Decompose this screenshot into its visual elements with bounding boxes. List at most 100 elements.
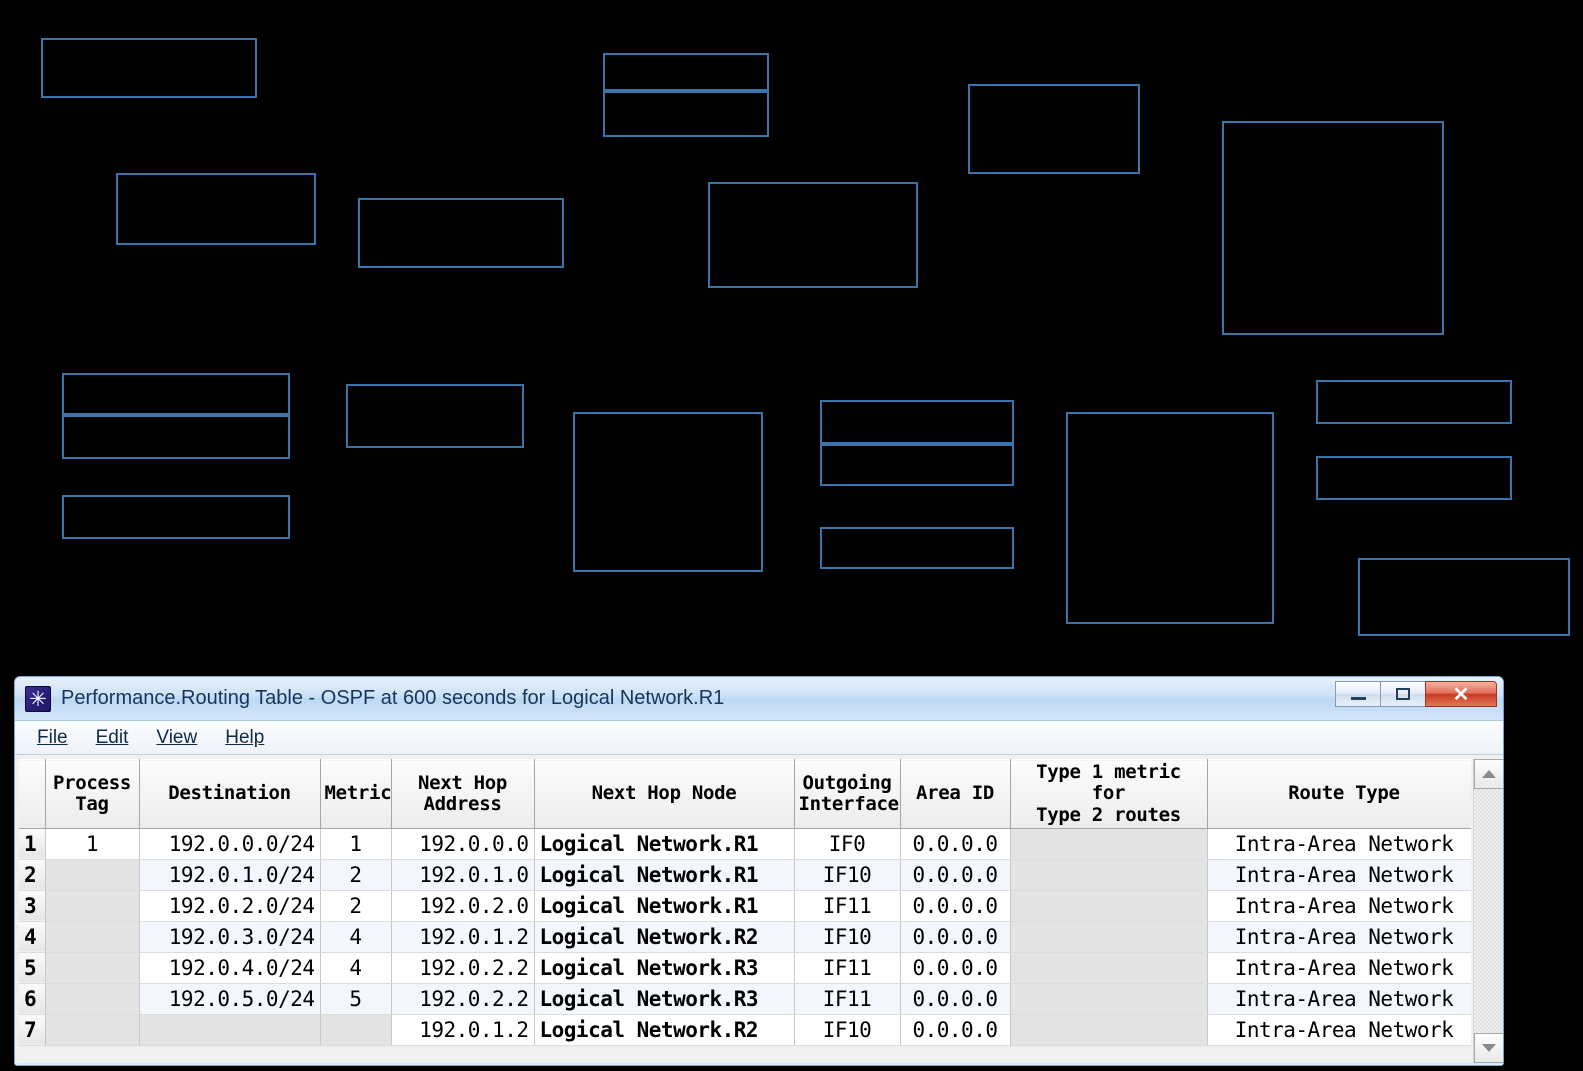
header-next-hop-node[interactable]: Next Hop Node — [533, 759, 795, 829]
cell-metric[interactable]: 1 — [320, 828, 392, 860]
cell-process-tag[interactable] — [45, 921, 140, 953]
cell-metric[interactable]: 4 — [320, 952, 392, 984]
cell-next-hop-address[interactable]: 192.0.1.0 — [391, 859, 535, 891]
cell-type1-metric[interactable] — [1010, 890, 1208, 922]
cell-process-tag[interactable] — [45, 983, 140, 1015]
cell-metric[interactable]: 5 — [320, 983, 392, 1015]
header-outgoing-interface[interactable]: Outgoing Interface — [793, 759, 901, 829]
cell-destination[interactable]: 192.0.0.0/24 — [139, 828, 321, 860]
header-type1-metric[interactable]: Type 1 metric for Type 2 routes — [1009, 759, 1208, 829]
cell-outgoing-interface[interactable]: IF11 — [794, 983, 901, 1015]
cell-route-type[interactable]: Intra-Area Network — [1207, 859, 1471, 891]
cell-next-hop-node[interactable]: Logical Network.R2 — [534, 1014, 795, 1046]
header-process-tag[interactable]: Process Tag — [44, 759, 140, 829]
minimize-button[interactable] — [1335, 681, 1381, 707]
cell-outgoing-interface[interactable]: IF11 — [794, 890, 901, 922]
menu-item-view[interactable]: View — [156, 727, 197, 749]
cell-area-id[interactable]: 0.0.0.0 — [900, 921, 1011, 953]
header-destination[interactable]: Destination — [138, 759, 321, 829]
cell-type1-metric[interactable] — [1010, 859, 1208, 891]
cell-route-type[interactable]: Intra-Area Network — [1207, 890, 1471, 922]
cell-next-hop-address[interactable]: 192.0.1.2 — [391, 921, 535, 953]
window-titlebar[interactable]: ✳ Performance.Routing Table - OSPF at 60… — [15, 677, 1503, 721]
cell-route-type[interactable]: Intra-Area Network — [1207, 952, 1471, 984]
cell-destination[interactable] — [139, 1014, 321, 1046]
cell-area-id[interactable]: 0.0.0.0 — [900, 983, 1011, 1015]
row-number[interactable]: 5 — [19, 951, 46, 984]
masked-box — [62, 373, 290, 415]
header-metric[interactable]: Metric — [319, 759, 392, 829]
cell-destination[interactable]: 192.0.5.0/24 — [139, 983, 321, 1015]
cell-route-type[interactable]: Intra-Area Network — [1207, 983, 1471, 1015]
menu-item-file[interactable]: File — [37, 727, 68, 749]
scroll-up-button[interactable] — [1474, 759, 1503, 789]
row-number[interactable]: 4 — [19, 920, 46, 953]
cell-type1-metric[interactable] — [1010, 1014, 1208, 1046]
scroll-down-button[interactable] — [1474, 1033, 1503, 1063]
menu-item-help[interactable]: Help — [225, 727, 264, 749]
cell-metric[interactable]: 4 — [320, 921, 392, 953]
cell-process-tag[interactable] — [45, 859, 140, 891]
cell-route-type[interactable]: Intra-Area Network — [1207, 921, 1471, 953]
cell-area-id[interactable]: 0.0.0.0 — [900, 1014, 1011, 1046]
cell-route-type[interactable]: Intra-Area Network — [1207, 828, 1471, 860]
cell-area-id[interactable]: 0.0.0.0 — [900, 859, 1011, 891]
cell-metric[interactable]: 2 — [320, 859, 392, 891]
cell-area-id[interactable]: 0.0.0.0 — [900, 890, 1011, 922]
cell-area-id[interactable]: 0.0.0.0 — [900, 952, 1011, 984]
cell-next-hop-node[interactable]: Logical Network.R1 — [534, 859, 795, 891]
cell-destination[interactable]: 192.0.1.0/24 — [139, 859, 321, 891]
cell-next-hop-address[interactable]: 192.0.0.0 — [391, 828, 535, 860]
header-next-hop-address[interactable]: Next Hop Address — [390, 759, 535, 829]
cell-next-hop-node[interactable]: Logical Network.R2 — [534, 921, 795, 953]
row-number[interactable]: 3 — [19, 889, 46, 922]
vertical-scrollbar[interactable] — [1473, 759, 1503, 1063]
cell-next-hop-address[interactable]: 192.0.2.2 — [391, 952, 535, 984]
cell-outgoing-interface[interactable]: IF11 — [794, 952, 901, 984]
row-number[interactable]: 1 — [19, 827, 46, 860]
header-route-type[interactable]: Route Type — [1206, 759, 1471, 829]
row-number[interactable]: 7 — [19, 1013, 46, 1046]
cell-process-tag[interactable]: 1 — [45, 828, 140, 860]
cell-next-hop-address[interactable]: 192.0.2.2 — [391, 983, 535, 1015]
cell-type1-metric[interactable] — [1010, 983, 1208, 1015]
cell-destination[interactable]: 192.0.4.0/24 — [139, 952, 321, 984]
close-button[interactable]: ✕ — [1425, 681, 1497, 707]
cell-outgoing-interface[interactable]: IF10 — [794, 1014, 901, 1046]
cell-route-type[interactable]: Intra-Area Network — [1207, 1014, 1471, 1046]
cell-process-tag[interactable] — [45, 952, 140, 984]
cell-outgoing-interface[interactable]: IF10 — [794, 921, 901, 953]
cell-next-hop-address[interactable]: 192.0.1.2 — [391, 1014, 535, 1046]
cell-area-id[interactable]: 0.0.0.0 — [900, 828, 1011, 860]
cell-outgoing-interface[interactable]: IF10 — [794, 859, 901, 891]
row-number[interactable]: 6 — [19, 982, 46, 1015]
cell-metric[interactable]: 2 — [320, 890, 392, 922]
cell-type1-metric[interactable] — [1010, 921, 1208, 953]
cell-destination[interactable]: 192.0.3.0/24 — [139, 921, 321, 953]
starburst-icon: ✳ — [25, 685, 51, 712]
header-area-id[interactable]: Area ID — [899, 759, 1011, 829]
cell-next-hop-node[interactable]: Logical Network.R3 — [534, 952, 795, 984]
cell-next-hop-node[interactable]: Logical Network.R1 — [534, 890, 795, 922]
restore-button[interactable] — [1380, 681, 1426, 707]
menu-item-edit[interactable]: Edit — [96, 727, 129, 749]
cell-outgoing-interface[interactable]: IF0 — [794, 828, 901, 860]
cell-next-hop-address[interactable]: 192.0.2.0 — [391, 890, 535, 922]
cell-process-tag[interactable] — [45, 1014, 140, 1046]
table-container: Process Tag Destination Metric Next Hop — [15, 755, 1503, 1063]
row-number[interactable]: 2 — [19, 858, 46, 891]
cell-next-hop-node[interactable]: Logical Network.R1 — [534, 828, 795, 860]
cell-type1-metric[interactable] — [1010, 828, 1208, 860]
cell-next-hop-node[interactable]: Logical Network.R3 — [534, 983, 795, 1015]
cell-type1-metric[interactable] — [1010, 952, 1208, 984]
cell-destination[interactable]: 192.0.2.0/24 — [139, 890, 321, 922]
cell-metric[interactable] — [320, 1014, 392, 1046]
cell-process-tag[interactable] — [45, 890, 140, 922]
